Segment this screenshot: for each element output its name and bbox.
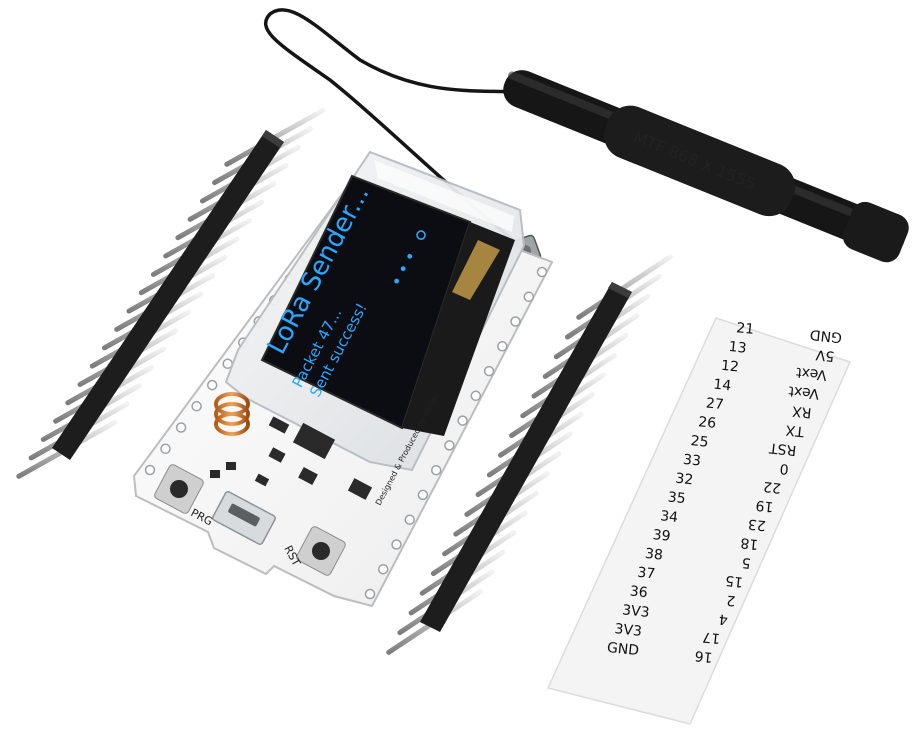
pin-label-left: 3V3 <box>614 621 643 640</box>
pcb-edge-hole <box>510 316 521 327</box>
pin-label-right: Vext <box>787 382 820 401</box>
rst-button[interactable] <box>295 525 346 576</box>
pin-label-left: 12 <box>720 358 739 376</box>
pin-label-right: 18 <box>740 534 759 552</box>
pin-label-right: 17 <box>702 628 721 646</box>
pin-label-right: Vext <box>795 364 828 383</box>
pin-label-left: 35 <box>667 489 686 507</box>
pin-header-left <box>16 107 326 479</box>
pin-label-right: TX <box>785 421 806 439</box>
antenna-cable <box>263 7 529 254</box>
pcb-edge-hole <box>457 415 468 426</box>
pcb-edge-hole <box>364 588 376 600</box>
antenna-whip: MTF 868 X 1555 <box>503 70 909 263</box>
pin-label-left: 39 <box>652 527 671 545</box>
prg-button[interactable] <box>153 463 204 514</box>
pin-header-middle <box>386 254 673 655</box>
pin-label-right: 2 <box>726 592 737 609</box>
pin-label-left: 25 <box>690 433 709 451</box>
pin-label-right: GND <box>809 326 843 345</box>
pin-header-left-body <box>52 130 284 460</box>
coil-antenna <box>214 392 250 436</box>
micro-usb-port[interactable] <box>212 491 276 546</box>
lora-dev-board: LoRa Sender... Packet 47... Sent success… <box>132 150 554 608</box>
pcb-edge-hole <box>144 464 156 476</box>
pin-label-right: 5 <box>741 554 752 571</box>
pin-label-left: 36 <box>629 583 648 601</box>
pin-label-right: RX <box>791 402 812 420</box>
header-pin <box>576 254 673 320</box>
pin-label-left: 14 <box>713 377 732 395</box>
pin-label-left: 32 <box>675 471 694 489</box>
pin-label-right: 5V <box>815 346 835 364</box>
pcb-edge-hole <box>377 563 389 575</box>
pcb-edge-hole <box>175 422 187 433</box>
oled-progress-dots <box>394 230 426 284</box>
pcb-edge-hole <box>206 379 218 391</box>
pin-label-right: 22 <box>763 478 782 496</box>
pin-label-right: 23 <box>747 515 766 533</box>
pin-label-left: 38 <box>644 546 663 564</box>
pin-label-left: 37 <box>637 565 656 583</box>
pcb-edge-hole <box>191 401 202 412</box>
pin-label-left: 27 <box>705 395 724 413</box>
pcb-edge-hole <box>536 266 548 278</box>
pin-label-right: 0 <box>779 460 790 477</box>
pcb-edge-hole <box>444 440 455 451</box>
smd-components <box>210 416 373 500</box>
pin-label-right: RST <box>768 439 797 458</box>
pin-label-left: 3V3 <box>621 602 650 621</box>
pcb-edge-hole <box>404 514 415 525</box>
pcb-edge-hole <box>430 464 442 476</box>
pcb-edge-hole <box>417 489 429 501</box>
pin-label-left: 26 <box>697 414 716 432</box>
pin-label-right: 19 <box>755 497 774 515</box>
pin-label-right: 4 <box>718 610 729 627</box>
pin-label-left: GND <box>606 640 640 659</box>
pin-label-left: 34 <box>659 508 678 526</box>
pin-label-right: 16 <box>694 647 713 665</box>
pcb-edge-hole <box>523 291 535 303</box>
pcb-edge-hole <box>391 539 402 550</box>
pcb-edge-hole <box>160 443 171 455</box>
pin-label-right: 15 <box>724 572 743 590</box>
pcb-edge-hole <box>470 390 482 402</box>
pin-label-left: 33 <box>682 452 701 470</box>
pcb-edge-hole <box>483 365 495 377</box>
pin-label-sticker: 2113121427262533323534393837363V33V3GND … <box>546 317 852 725</box>
pin-label-left: 13 <box>728 339 747 357</box>
pin-label-left: 21 <box>735 320 754 338</box>
pin-header-middle-body <box>420 282 632 632</box>
pcb-edge-hole <box>497 341 508 352</box>
